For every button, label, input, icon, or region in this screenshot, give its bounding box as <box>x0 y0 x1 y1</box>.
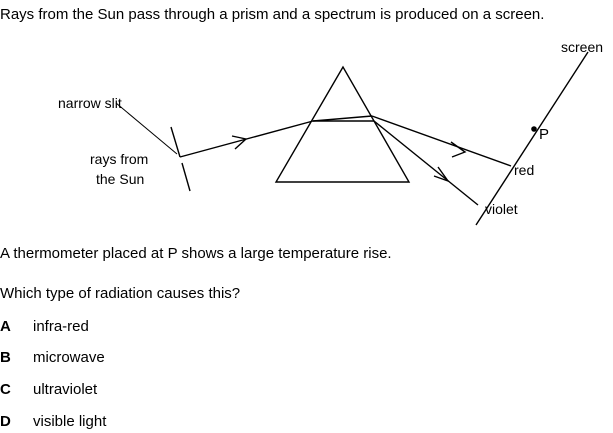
statement-text: A thermometer placed at P shows a large … <box>0 245 392 262</box>
option-text: ultraviolet <box>33 381 98 398</box>
rays-label-line2: the Sun <box>96 171 144 187</box>
violet-label: violet <box>485 201 518 217</box>
prism-diagram: narrow slit rays from the Sun screen P r… <box>58 39 603 226</box>
ray-inside-prism-top <box>312 115 373 122</box>
screen-line <box>475 51 589 226</box>
violet-arrow <box>433 166 450 183</box>
prism <box>274 65 411 183</box>
question-text: Which type of radiation causes this? <box>0 285 241 302</box>
option-letter: B <box>0 349 11 366</box>
option-text: infra-red <box>33 318 89 335</box>
option-text: microwave <box>33 349 105 366</box>
point-p-dot <box>531 126 537 132</box>
option-letter: C <box>0 381 11 398</box>
slit-upper <box>170 126 181 158</box>
red-ray <box>371 115 512 167</box>
slit-leader <box>115 102 178 155</box>
slit-lower <box>181 162 191 192</box>
option-letter: D <box>0 413 11 430</box>
narrow-slit-label: narrow slit <box>58 95 122 111</box>
intro-text: Rays from the Sun pass through a prism a… <box>0 6 545 23</box>
point-p-label: P <box>539 126 549 143</box>
screen-label: screen <box>561 39 603 55</box>
red-arrow <box>450 141 467 158</box>
option-text: visible light <box>33 413 107 430</box>
rays-label-line1: rays from <box>90 151 148 167</box>
incident-arrow <box>231 135 248 150</box>
violet-ray <box>373 120 479 206</box>
option-letter: A <box>0 318 11 335</box>
red-label: red <box>514 162 534 178</box>
